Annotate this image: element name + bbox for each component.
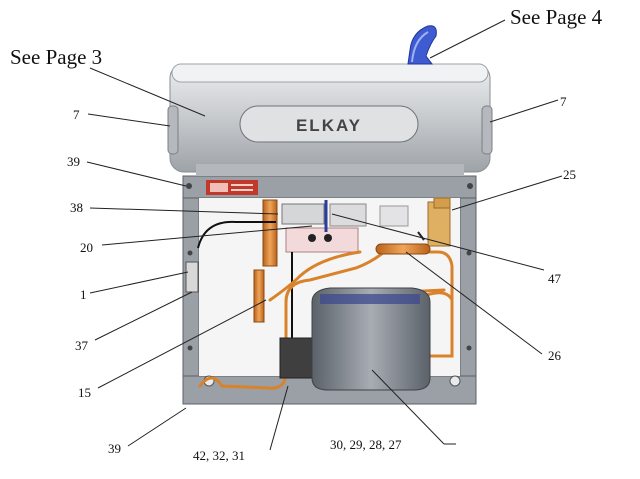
label-42-32-31: 42, 32, 31 xyxy=(193,448,245,463)
label-25: 25 xyxy=(563,167,576,182)
callout-labels: See Page 4 See Page 3 7 7 39 38 20 1 37 … xyxy=(10,5,603,463)
label-39-top: 39 xyxy=(67,154,80,169)
basin: ELKAY xyxy=(167,63,493,176)
label-15: 15 xyxy=(78,385,91,400)
see-page-4-label: See Page 4 xyxy=(510,5,603,29)
label-1: 1 xyxy=(80,287,87,302)
label-20: 20 xyxy=(80,240,93,255)
side-cap-left xyxy=(167,105,179,155)
see-page-3-label: See Page 3 xyxy=(10,45,102,69)
label-37: 37 xyxy=(75,338,89,353)
leader-lines xyxy=(86,19,563,451)
brand-logo: ELKAY xyxy=(296,116,362,135)
compressor-assembly xyxy=(185,261,431,391)
wiring xyxy=(197,200,425,338)
label-39-bottom: 39 xyxy=(108,441,121,456)
label-47: 47 xyxy=(548,271,562,286)
label-7-right: 7 xyxy=(560,94,567,109)
label-26: 26 xyxy=(548,348,562,363)
filter-drier xyxy=(375,243,431,255)
chiller-assembly xyxy=(262,197,451,267)
label-38: 38 xyxy=(70,200,83,215)
bubbler xyxy=(407,25,437,65)
brand-plate xyxy=(239,105,419,143)
warning-label xyxy=(206,180,258,195)
label-30-29-28-27: 30, 29, 28, 27 xyxy=(330,437,402,452)
side-cap-right xyxy=(481,105,493,155)
label-7-left: 7 xyxy=(73,107,80,122)
